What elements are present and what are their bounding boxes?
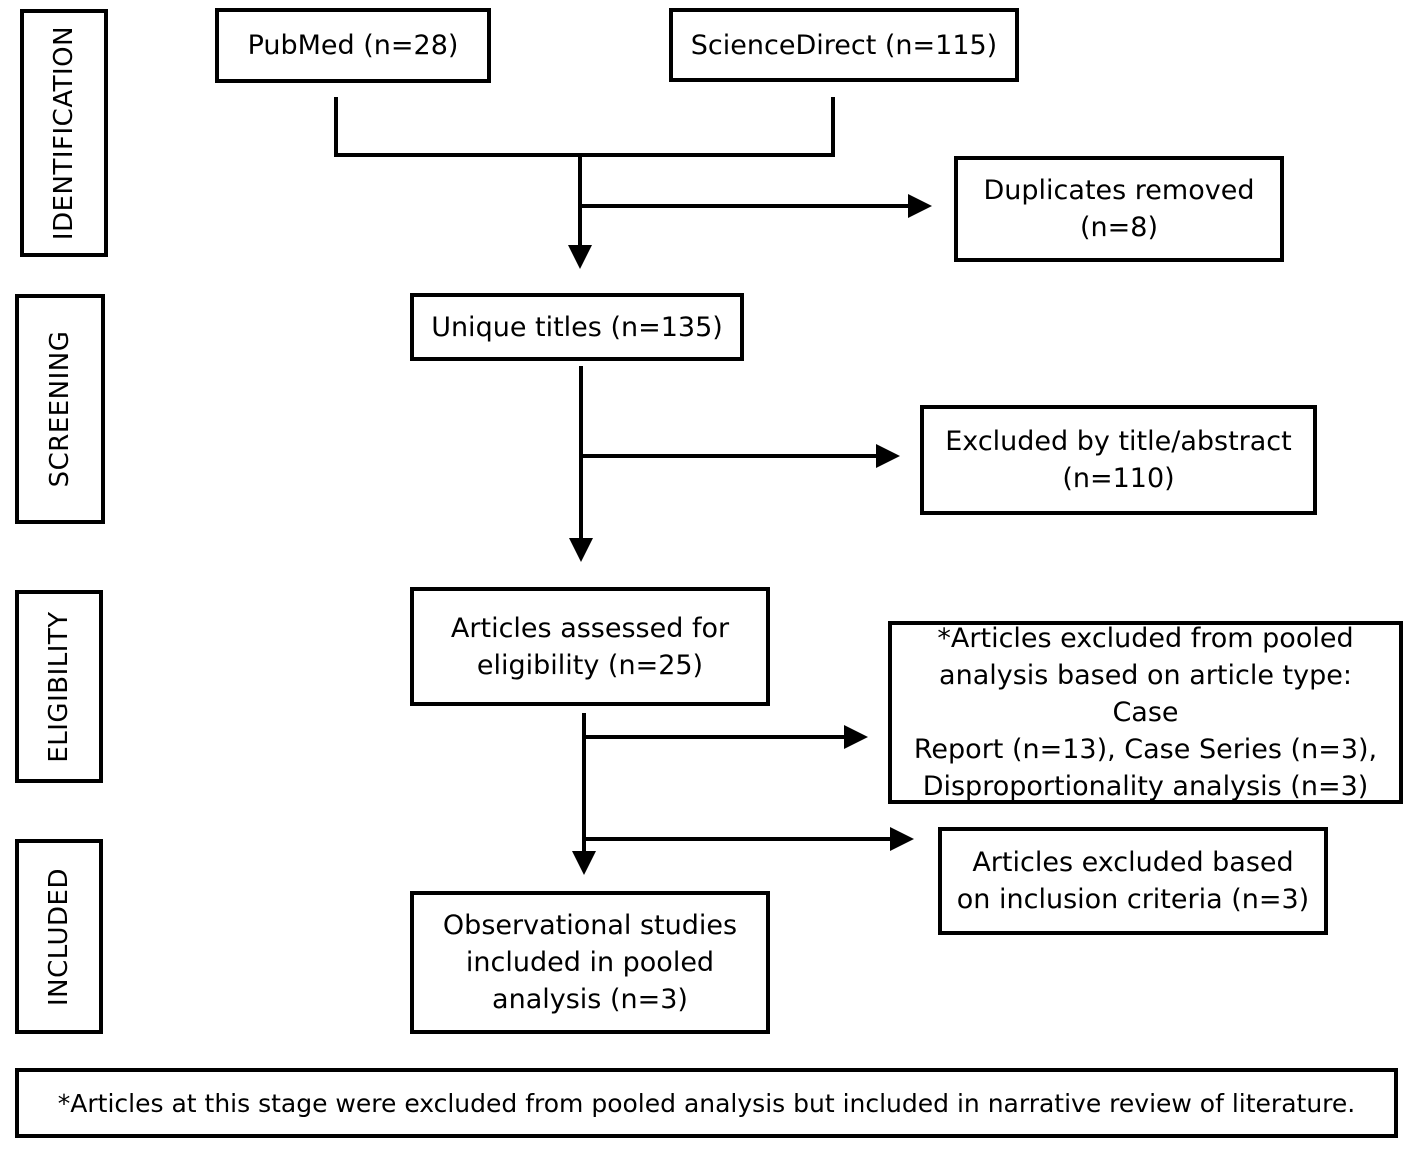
box-text: Articles excluded based — [972, 847, 1294, 878]
duplicates-removed-box: Duplicates removed (n=8) — [954, 156, 1284, 262]
stage-label: SCREENING — [45, 330, 75, 488]
articles-assessed-box: Articles assessed for eligibility (n=25) — [410, 587, 770, 706]
box-text: PubMed (n=28) — [247, 30, 459, 61]
unique-titles-box: Unique titles (n=135) — [410, 293, 744, 361]
included-studies-box: Observational studies included in pooled… — [410, 891, 770, 1034]
box-text: on inclusion criteria (n=3) — [956, 884, 1310, 915]
box-text: (n=8) — [1080, 212, 1158, 243]
box-text: Observational studies — [442, 910, 738, 941]
box-text: Excluded by title/abstract — [945, 426, 1292, 457]
box-text: *Articles excluded from pooled — [937, 623, 1354, 654]
sciencedirect-box: ScienceDirect (n=115) — [669, 8, 1019, 82]
excluded-title-abstract-box: Excluded by title/abstract (n=110) — [920, 405, 1317, 515]
box-text: ScienceDirect (n=115) — [690, 29, 998, 61]
box-text: Unique titles (n=135) — [431, 311, 723, 343]
box-text: Duplicates removed — [983, 175, 1255, 206]
box-text: (n=110) — [1062, 463, 1175, 494]
stage-label: IDENTIFICATION — [49, 25, 79, 241]
box-text: Report (n=13), Case Series (n=3), — [913, 734, 1378, 765]
stage-screening: SCREENING — [15, 294, 105, 524]
excluded-inclusion-criteria-box: Articles excluded based on inclusion cri… — [938, 827, 1328, 935]
stage-eligibility: ELIGIBILITY — [15, 590, 103, 783]
stage-label: INCLUDED — [44, 867, 74, 1006]
merge-bracket — [334, 97, 835, 157]
excluded-article-type-box: *Articles excluded from pooled analysis … — [888, 621, 1403, 804]
box-text: included in pooled — [465, 947, 715, 978]
stage-included: INCLUDED — [15, 839, 103, 1034]
box-text: analysis based on article type: Case — [939, 660, 1352, 728]
box-text: Articles assessed for — [450, 612, 730, 644]
stage-identification: IDENTIFICATION — [20, 9, 108, 257]
footnote-box: *Articles at this stage were excluded fr… — [15, 1068, 1398, 1138]
stage-label: ELIGIBILITY — [44, 610, 74, 763]
pubmed-box: PubMed (n=28) — [215, 8, 491, 83]
footnote-text: *Articles at this stage were excluded fr… — [57, 1088, 1356, 1118]
box-text: eligibility (n=25) — [476, 649, 704, 681]
box-text: Disproportionality analysis (n=3) — [922, 771, 1369, 802]
box-text: analysis (n=3) — [492, 984, 688, 1015]
